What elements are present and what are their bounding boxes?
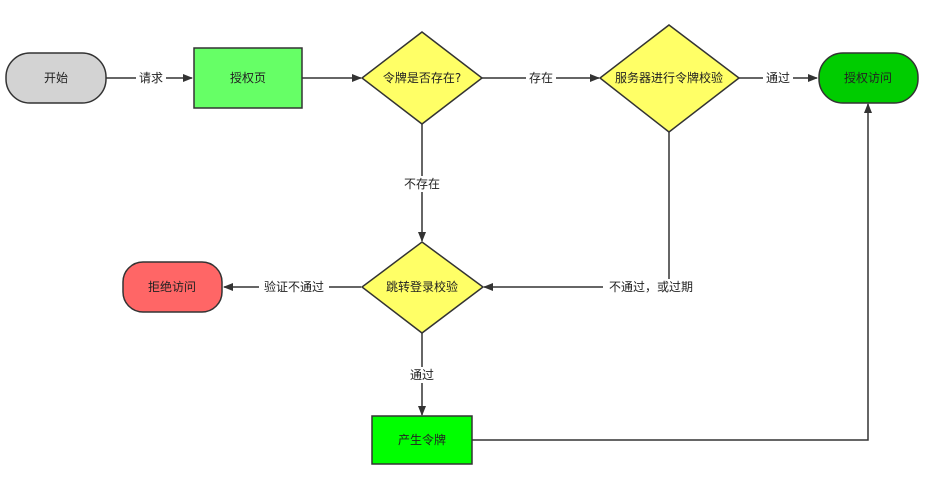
node-auth-page: 授权页: [193, 47, 303, 109]
node-auth-access: 授权访问: [818, 52, 919, 104]
node-login-check-shape: [360, 241, 485, 334]
node-gen-token-shape: [371, 415, 473, 465]
edge-label-verify-fail: 验证不通过: [264, 279, 324, 294]
node-auth-access-shape: [818, 52, 919, 104]
node-server-check-label: 服务器进行令牌校验: [615, 70, 723, 85]
node-auth-access-label: 授权访问: [844, 70, 892, 85]
node-start-label: 开始: [44, 71, 68, 85]
node-start-shape: [5, 52, 107, 104]
node-start: 开始: [5, 52, 107, 104]
edge-gen-token-to-auth-access: [472, 103, 872, 441]
node-gen-token-label: 产生令牌: [398, 432, 446, 447]
edge-server-check-to-login-check: [483, 132, 670, 291]
edge-label-exists: 存在: [529, 71, 553, 85]
node-auth-page-label: 授权页: [230, 70, 266, 85]
edges: [106, 74, 872, 441]
edge-label-pass-bottom: 通过: [410, 368, 434, 382]
node-token-exists-shape: [360, 31, 484, 125]
node-token-exists: 令牌是否存在?: [360, 31, 484, 125]
node-reject: 拒绝访问: [122, 261, 223, 313]
edge-label-request: 请求: [139, 71, 163, 85]
node-reject-shape: [122, 261, 223, 313]
edge-label-fail-or-expired: 不通过，或过期: [609, 280, 693, 294]
node-token-exists-label: 令牌是否存在?: [383, 70, 461, 85]
node-reject-label: 拒绝访问: [148, 279, 196, 294]
edge-label-pass-top: 通过: [766, 71, 790, 85]
node-server-check: 服务器进行令牌校验: [598, 24, 741, 133]
edge-labels: 请求 存在 通过 不存在 不通过，或过期 验证不通过 通过: [136, 70, 793, 383]
edge-label-not-exists: 不存在: [404, 177, 440, 191]
node-gen-token: 产生令牌: [371, 415, 473, 465]
node-login-check: 跳转登录校验: [360, 241, 485, 334]
node-auth-page-shape: [193, 47, 303, 109]
node-login-check-label: 跳转登录校验: [386, 279, 458, 294]
node-server-check-shape: [598, 24, 741, 133]
